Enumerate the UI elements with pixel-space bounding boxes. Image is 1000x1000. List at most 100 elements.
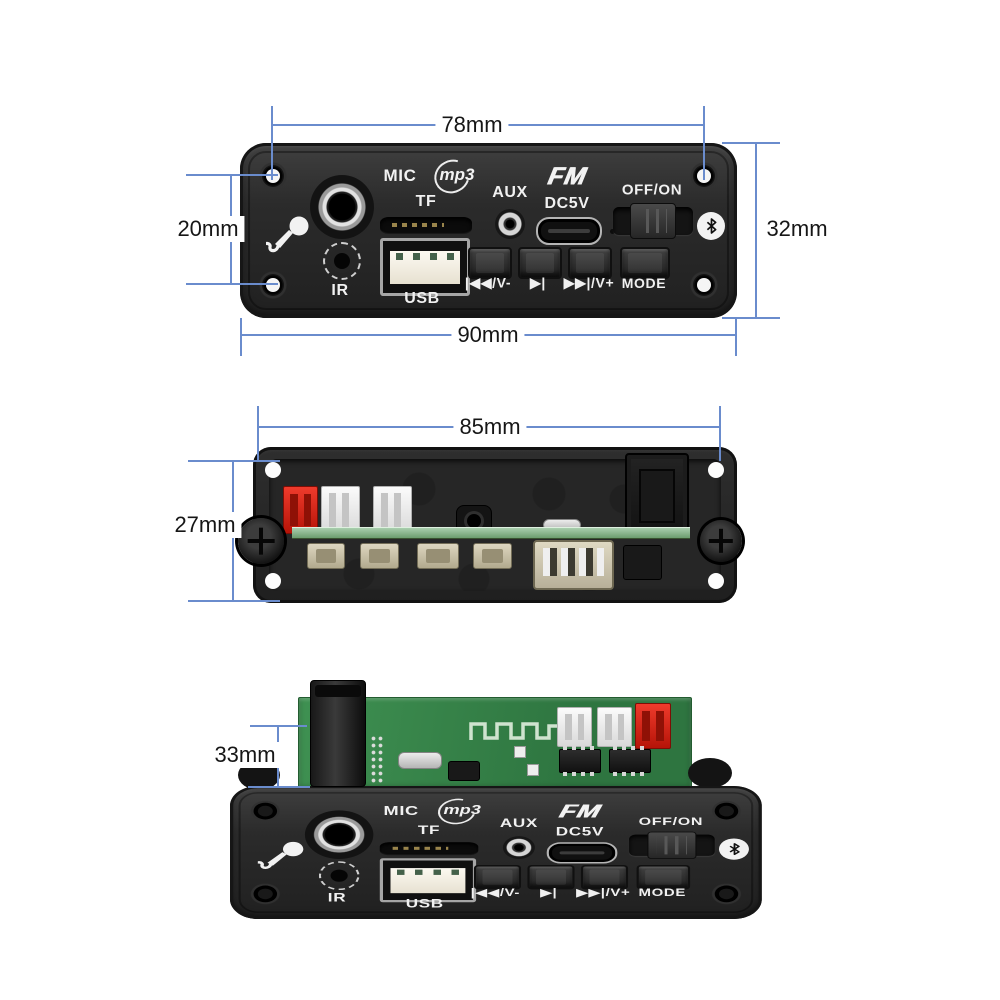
dim-label-78mm: 78mm	[435, 112, 509, 138]
prev-volume-down-button	[473, 865, 522, 890]
speaker-connector-red	[283, 486, 318, 534]
jst-connector	[321, 486, 360, 534]
dim-extension-line	[719, 406, 721, 461]
mp3-logo: mp3	[431, 793, 488, 829]
screw-hole	[249, 799, 282, 823]
mode-button	[620, 247, 670, 279]
screw-post	[238, 518, 284, 564]
usb-c-port	[546, 842, 618, 864]
usb-port-side	[310, 680, 366, 787]
bluetooth-antenna-trace	[469, 722, 563, 740]
power-switch-label: OFF/ON	[638, 815, 704, 829]
usb-a-port	[379, 858, 477, 903]
screw-hole	[249, 882, 282, 906]
dim-tick	[186, 283, 278, 285]
mode-button-label: MODE	[621, 275, 667, 291]
aux-label: AUX	[499, 817, 538, 831]
mic-label: MIC	[383, 803, 419, 818]
power-switch	[629, 831, 715, 859]
screw-hole	[265, 462, 281, 478]
crystal-oscillator	[398, 752, 442, 769]
dim-label-33mm: 33mm	[208, 742, 282, 768]
usb-tongue	[390, 251, 460, 284]
dim-label-90mm: 90mm	[451, 322, 525, 348]
component-block	[623, 545, 662, 580]
aux-jack	[495, 209, 525, 239]
ir-label: IR	[331, 282, 349, 299]
mode-button	[636, 865, 691, 890]
tactile-switch	[307, 543, 345, 569]
amplifier-ic	[559, 746, 601, 776]
panel-corner-boss	[688, 758, 732, 788]
dim-tick	[188, 460, 280, 462]
mic-jack-6-35mm	[310, 175, 374, 239]
usb-port-shell-back	[625, 453, 689, 539]
dim-extension-line	[240, 318, 242, 356]
dim-label-85mm: 85mm	[453, 414, 527, 440]
screw-hole	[710, 882, 743, 906]
smd-component	[527, 764, 539, 776]
screw-hole	[258, 161, 288, 191]
microphone-icon	[257, 841, 304, 870]
play-pause-button	[518, 247, 562, 279]
jst-connector	[557, 707, 592, 747]
mp3-logo: mp3	[428, 153, 481, 200]
next-button-label: ▶▶|/V+	[563, 274, 615, 291]
pcb-edge	[292, 527, 690, 539]
dc5v-label: DC5V	[544, 195, 590, 212]
dim-tick	[722, 142, 780, 144]
dim-label-32mm: 32mm	[760, 216, 834, 242]
next-volume-up-button	[580, 865, 629, 890]
screw-hole	[265, 573, 281, 589]
aux-jack	[502, 836, 535, 859]
ir-sensor	[323, 242, 361, 280]
ic-chip	[448, 761, 480, 781]
tf-label: TF	[415, 193, 437, 210]
bluetooth-icon	[697, 212, 725, 240]
dim-tick	[722, 317, 780, 319]
usb-contacts	[396, 869, 459, 875]
prev-button-label: |◀◀/V-	[470, 885, 521, 899]
power-switch-label: OFF/ON	[621, 181, 683, 199]
power-switch-knob	[630, 203, 676, 239]
led-dot	[610, 229, 615, 234]
fm-logo: FM	[545, 162, 590, 191]
pin-header	[370, 735, 385, 783]
next-volume-up-button	[568, 247, 612, 279]
next-button-label: ▶▶|/V+	[576, 885, 631, 899]
front-panel-perspective: MIC mp3 FM TF AUX DC5V OFF/ON IR USB	[230, 786, 762, 919]
ir-label: IR	[327, 891, 347, 905]
screw-hole	[689, 270, 719, 300]
screw-hole	[708, 573, 724, 589]
play-pause-button	[527, 865, 575, 890]
dim-label-27mm: 27mm	[168, 512, 242, 538]
back-panel	[238, 447, 742, 603]
power-switch	[613, 203, 693, 239]
jst-connector	[597, 707, 632, 747]
screw-post	[700, 520, 742, 562]
mic-jack-6-35mm	[304, 810, 374, 859]
tactile-switch	[417, 543, 459, 569]
tf-card-pins	[392, 846, 449, 850]
smd-component	[514, 746, 526, 758]
tactile-switch	[360, 543, 399, 569]
dim-tick	[186, 174, 278, 176]
tf-card-slot	[380, 217, 472, 234]
dim-extension-line	[257, 406, 259, 461]
prev-button-label: |◀◀/V-	[464, 274, 512, 291]
usb-a-receptacle-back	[533, 540, 614, 590]
dim-extension-line	[271, 106, 273, 180]
microphone-icon	[266, 216, 309, 253]
mode-button-label: MODE	[638, 886, 687, 899]
usb-c-port	[536, 217, 602, 245]
aux-label: AUX	[492, 184, 528, 201]
dc5v-label: DC5V	[555, 825, 605, 839]
dim-label-20mm: 20mm	[171, 216, 245, 242]
screw-hole	[710, 799, 743, 823]
usb-contacts	[396, 253, 454, 260]
mic-label: MIC	[383, 166, 417, 185]
dim-extension-line	[735, 318, 737, 356]
speaker-connector-red	[635, 703, 671, 749]
prev-volume-down-button	[468, 247, 512, 279]
usb-label: USB	[404, 290, 440, 307]
